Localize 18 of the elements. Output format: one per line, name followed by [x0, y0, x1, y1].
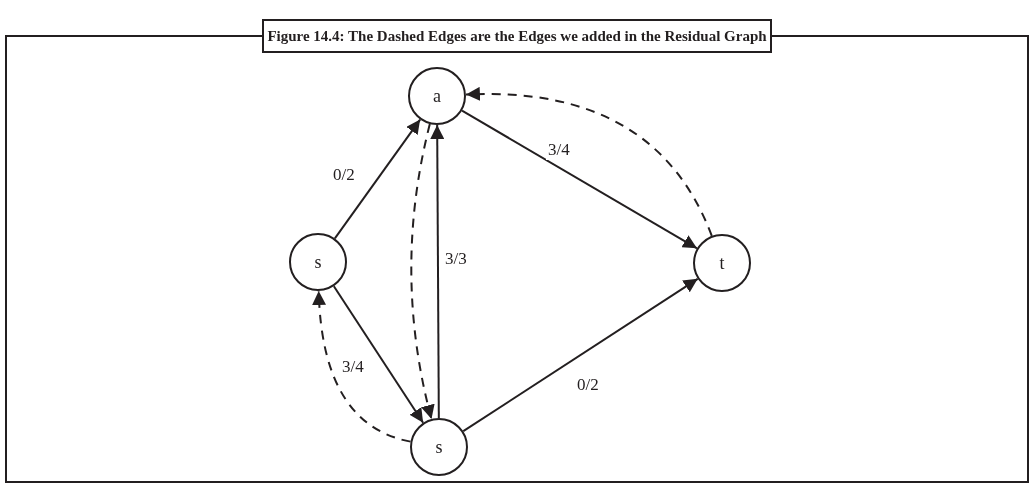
graph-node [289, 233, 347, 291]
arrow [332, 285, 425, 424]
graph-node [410, 418, 468, 476]
node-label: s [435, 438, 443, 456]
node-label: t [719, 254, 725, 272]
graph-node [408, 67, 466, 125]
arrow [462, 277, 699, 433]
dashed-arrow [410, 123, 435, 420]
figure-title: Figure 14.4: The Dashed Edges are the Edges we added in the Residual Graph [267, 27, 767, 45]
edge-label: 3/4 [546, 141, 572, 160]
dashed-arrow [312, 290, 412, 443]
dashed-arrow [464, 87, 713, 237]
node-label: a [433, 87, 441, 105]
arrow [461, 109, 698, 250]
node-label: s [314, 253, 322, 271]
arrow [430, 124, 445, 419]
arrow [333, 118, 422, 240]
graph-node [693, 234, 751, 292]
